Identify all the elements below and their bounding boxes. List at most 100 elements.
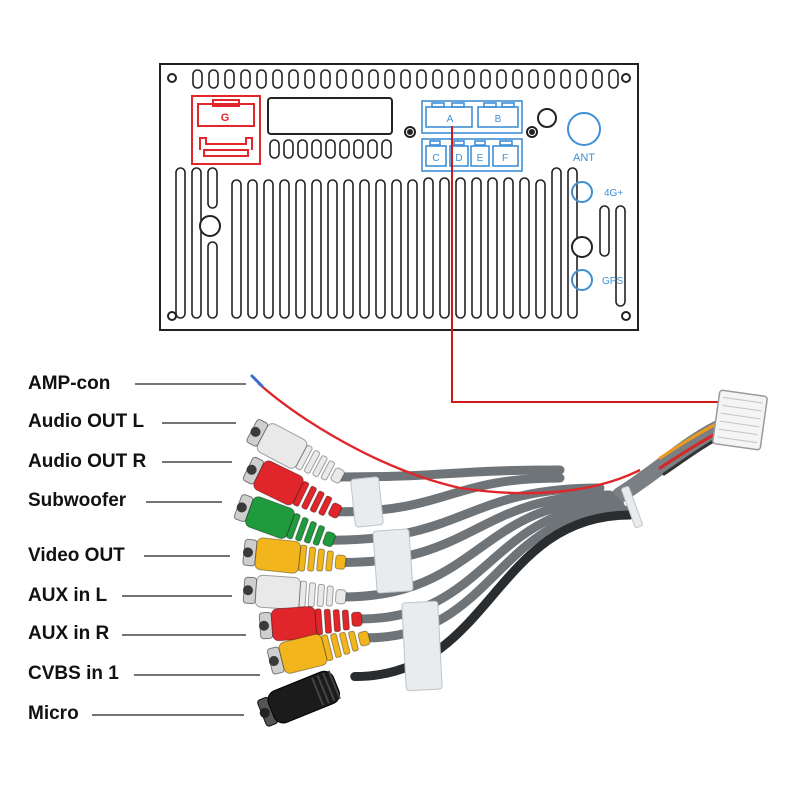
label-aux-in-l: AUX in L — [28, 585, 108, 606]
vent-slot — [343, 179, 354, 319]
vent-slot — [455, 177, 466, 319]
label-cvbs-in-1: CVBS in 1 — [28, 663, 119, 684]
vent-slot — [464, 69, 475, 89]
vent-slot — [288, 69, 299, 89]
screw-holes — [167, 73, 631, 321]
head-unit-back-panel: G A B C D E F — [159, 63, 639, 331]
vent-slot — [192, 69, 203, 89]
label-audio-out-r: Audio OUT R — [28, 451, 147, 472]
vent-slot — [304, 69, 315, 89]
vent-slot — [551, 167, 562, 319]
vent-slot — [208, 69, 219, 89]
vent-slot — [535, 179, 546, 319]
connector-b-label: B — [495, 114, 502, 125]
amp-con-wire-tip — [250, 374, 264, 388]
vent-slot — [480, 69, 491, 89]
connector-c-label: C — [432, 153, 439, 164]
vent-slot — [231, 179, 242, 319]
ant-port — [567, 112, 601, 146]
vent-slot — [368, 69, 379, 89]
vent-slot — [272, 69, 283, 89]
gps-port — [571, 269, 593, 291]
rca-plug — [233, 494, 336, 548]
top-vent-slots — [192, 69, 619, 89]
connector-d-label: D — [455, 153, 462, 164]
vent-slot — [279, 179, 290, 319]
vent-slot — [432, 69, 443, 89]
label-video-out: Video OUT — [28, 545, 125, 566]
cable-8 — [350, 510, 635, 682]
lte-port-label: 4G+ — [604, 188, 623, 199]
vent-slot — [576, 69, 587, 89]
leader-lines — [92, 383, 260, 716]
vent-slot — [297, 139, 308, 159]
panel-window-slot — [267, 97, 393, 135]
ant-port-label: ANT — [573, 152, 595, 164]
plugs — [233, 419, 371, 727]
label-subwoofer: Subwoofer — [28, 490, 127, 511]
cable-harness — [92, 374, 768, 727]
vent-slot — [311, 139, 322, 159]
vent-slot — [519, 177, 530, 319]
vent-slot — [423, 177, 434, 319]
rca-plug — [258, 606, 363, 642]
vent-slot — [359, 179, 370, 319]
vent-slot — [283, 139, 294, 159]
amp-con-wire — [257, 382, 641, 495]
gps-port-label: GPS — [602, 276, 623, 287]
vent-slot — [295, 179, 306, 319]
label-amp-con: AMP-con — [28, 373, 111, 394]
connector-e-label: E — [477, 153, 484, 164]
connector-g-label: G — [221, 112, 230, 124]
vent-slot — [320, 69, 331, 89]
vent-slot — [391, 179, 402, 319]
middle-vent-slots — [269, 139, 392, 159]
connector-f-label: F — [502, 153, 508, 164]
vent-slot — [503, 177, 514, 319]
vent-slot — [400, 69, 411, 89]
vent-slot — [240, 69, 251, 89]
vent-slot — [439, 177, 450, 319]
vent-slot — [269, 139, 280, 159]
mic-jack-plug — [257, 670, 341, 727]
vent-slot — [384, 69, 395, 89]
lte-port — [571, 181, 593, 203]
vent-slot — [207, 167, 218, 209]
lower-vent-slots — [175, 167, 626, 319]
vent-slot — [339, 139, 350, 159]
vent-slot — [608, 69, 619, 89]
vent-slot — [615, 205, 626, 307]
rca-plug — [242, 574, 347, 610]
label-audio-out-l: Audio OUT L — [28, 411, 145, 432]
vent-slot — [327, 179, 338, 319]
vent-slot — [247, 179, 258, 319]
vent-slot — [599, 205, 610, 257]
vent-slot — [336, 69, 347, 89]
connector-cdef — [421, 138, 523, 172]
rca-plug — [242, 537, 347, 574]
connector-g — [191, 95, 261, 165]
vent-slot — [487, 177, 498, 319]
vent-slot — [263, 179, 274, 319]
harness-bundle — [612, 417, 733, 503]
vent-slot — [407, 179, 418, 319]
connector-lead-line — [451, 126, 720, 403]
vent-slot — [207, 241, 218, 319]
label-aux-in-r: AUX in R — [28, 623, 110, 644]
vent-slot — [448, 69, 459, 89]
rca-plug — [246, 419, 345, 484]
rca-plug — [242, 456, 343, 519]
vent-slot — [375, 179, 386, 319]
vent-slot — [224, 69, 235, 89]
vent-slot — [512, 69, 523, 89]
cable-ties — [350, 476, 643, 692]
vent-slot — [367, 139, 378, 159]
label-micro: Micro — [28, 703, 79, 724]
vent-slot — [256, 69, 267, 89]
vent-slot — [175, 167, 186, 319]
rca-plug — [266, 630, 371, 675]
connector-ab — [421, 100, 523, 134]
vent-slot — [544, 69, 555, 89]
vent-slot — [496, 69, 507, 89]
